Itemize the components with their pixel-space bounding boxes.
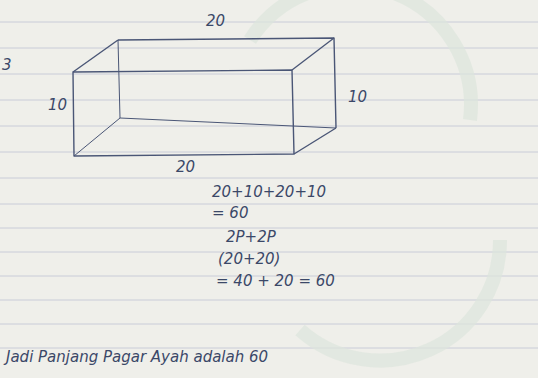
- conclusion-text: Jadi Panjang Pagar Ayah adalah 60: [6, 348, 268, 366]
- dimension-label: 10: [348, 88, 367, 106]
- calculation-line: 2P+2P: [226, 228, 276, 246]
- dimension-label: 10: [48, 96, 67, 114]
- calculation-line: (20+20): [218, 250, 280, 268]
- watermark: [250, 0, 500, 361]
- calculation-line: = 40 + 20 = 60: [216, 272, 335, 290]
- cuboid-drawing: [73, 38, 336, 156]
- calculation-line: 20+10+20+10: [212, 183, 326, 201]
- stray-mark: 3: [2, 56, 12, 74]
- calculation-line: = 60: [212, 204, 248, 222]
- dimension-label: 20: [206, 12, 225, 30]
- dimension-label: 20: [176, 158, 195, 176]
